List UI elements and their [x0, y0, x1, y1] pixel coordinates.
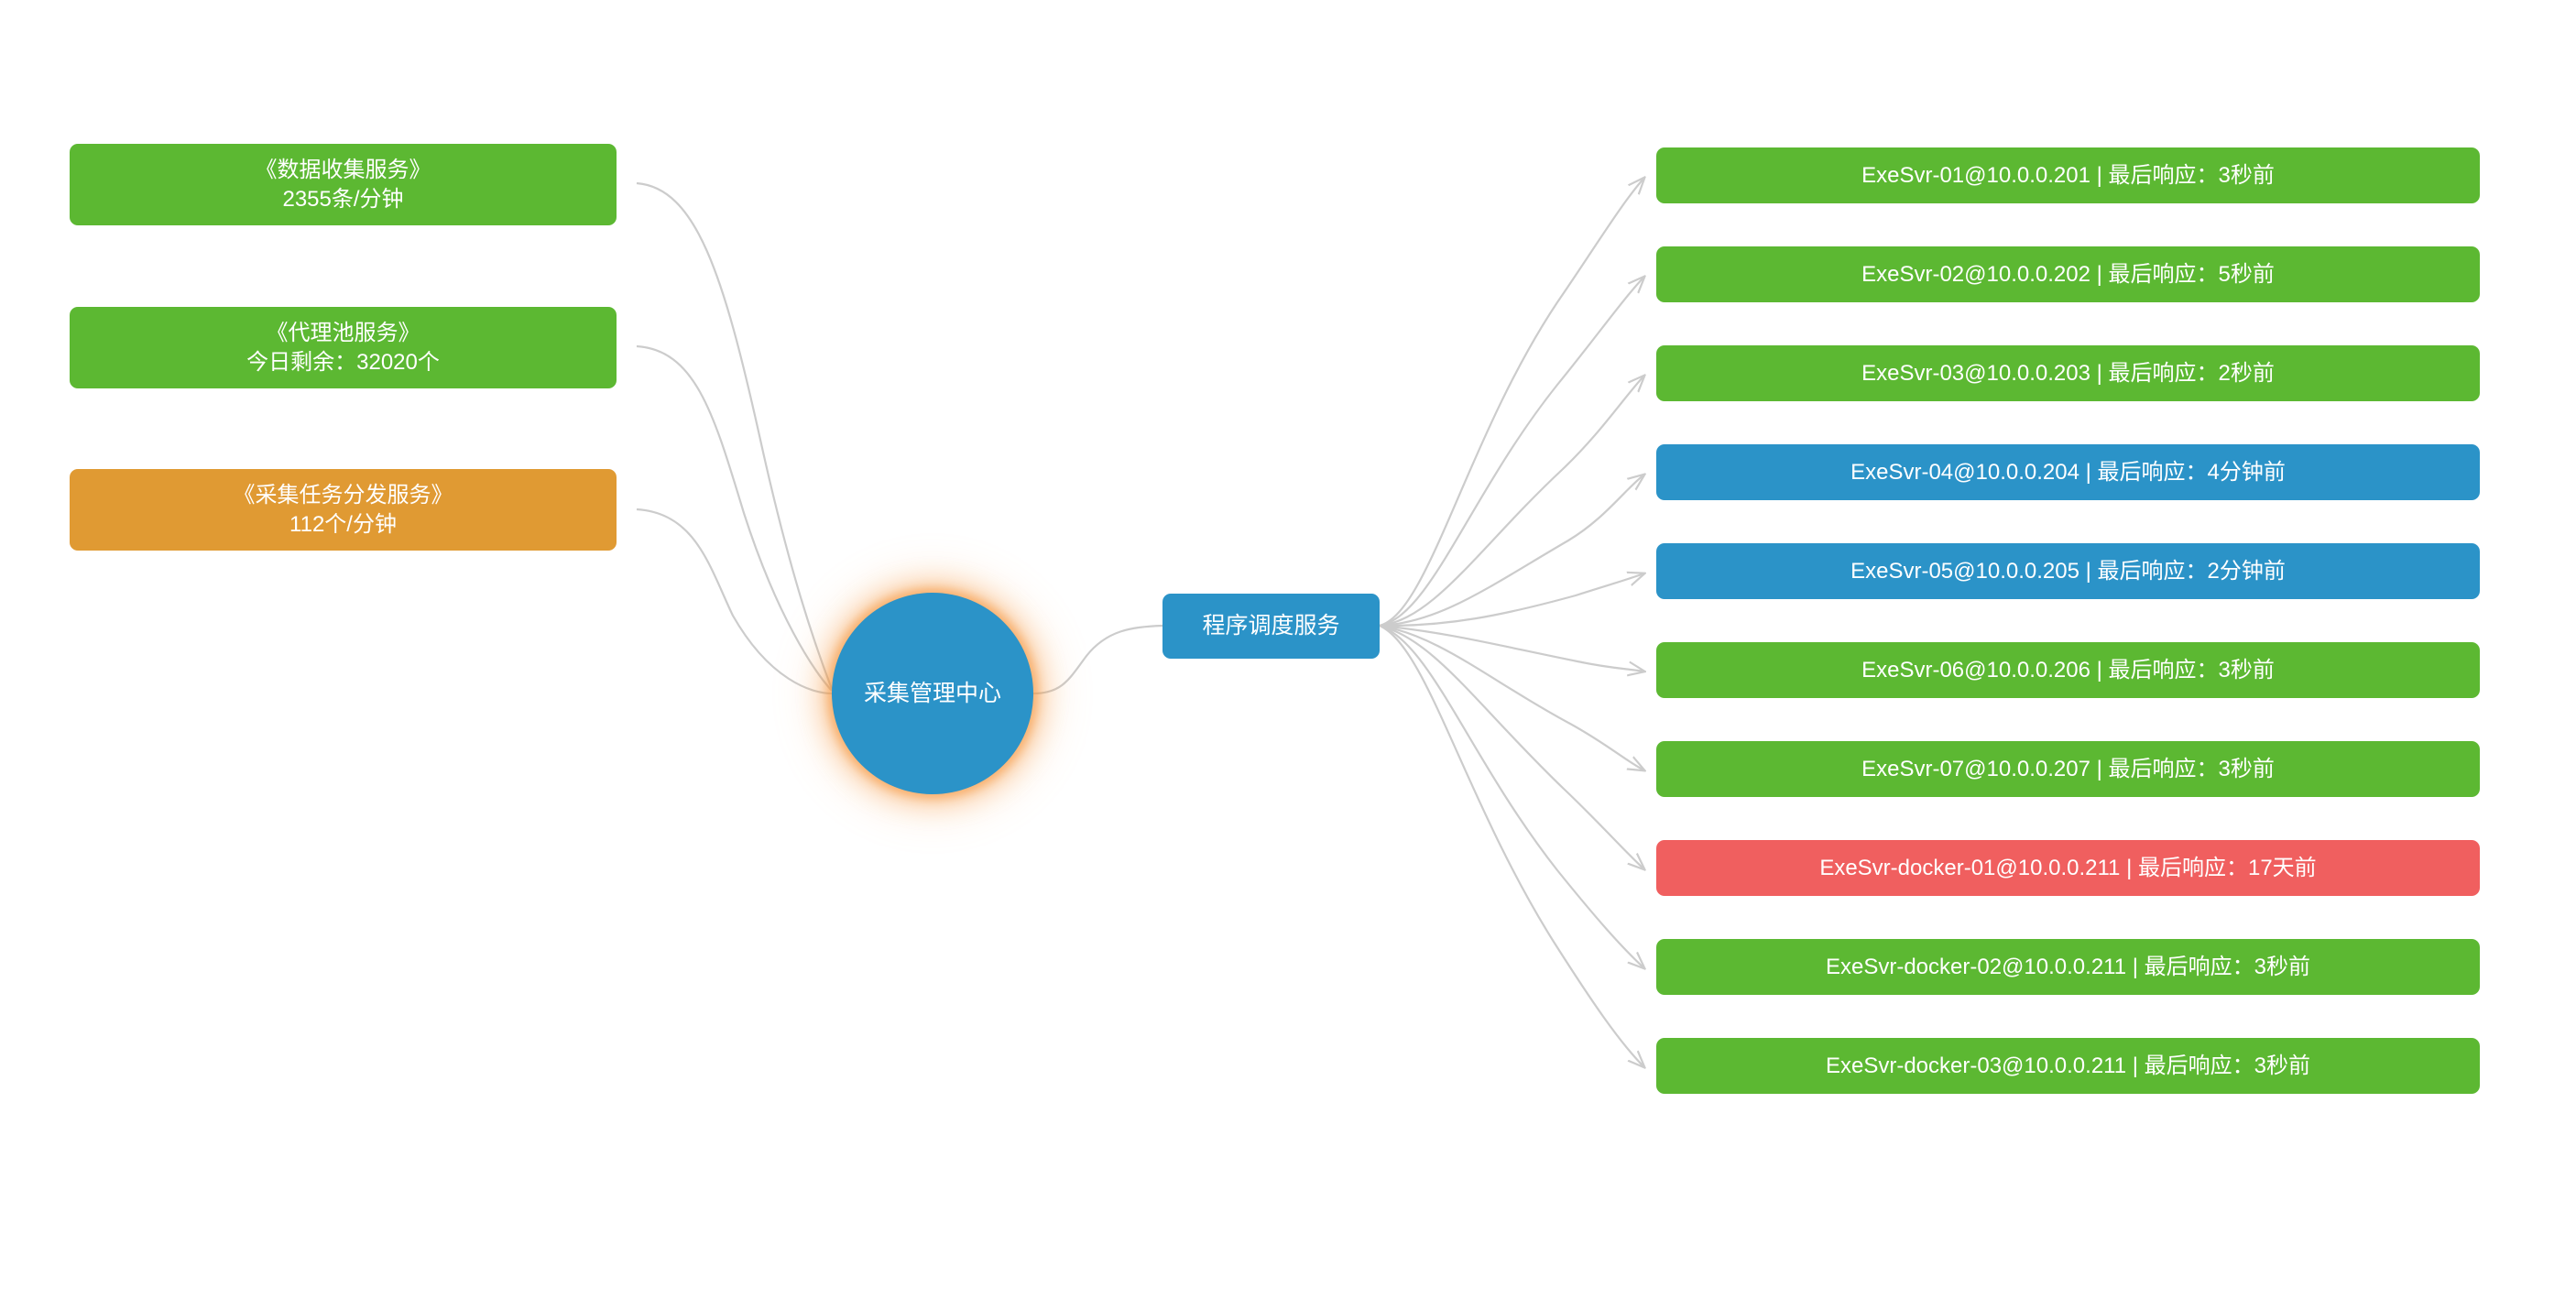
edge-exec-8	[1379, 624, 1644, 869]
scheduler-node-label: 程序调度服务	[1202, 613, 1340, 639]
edge-exec-10	[1379, 624, 1644, 1067]
executor-node-label: ExeSvr-docker-03@10.0.0.211 | 最后响应：3秒前	[1825, 1053, 2310, 1078]
executor-node-exesvr-02[interactable]: ExeSvr-02@10.0.0.202 | 最后响应：5秒前	[1656, 246, 2480, 302]
executor-node-label: ExeSvr-05@10.0.0.205 | 最后响应：2分钟前	[1850, 558, 2286, 584]
executor-node-exesvr-03[interactable]: ExeSvr-03@10.0.0.203 | 最后响应：2秒前	[1656, 345, 2480, 401]
edge-exec-7	[1379, 624, 1644, 770]
service-card-metric: 2355条/分钟	[282, 186, 404, 212]
edge-exec-9	[1379, 624, 1644, 968]
hub-node-label: 采集管理中心	[863, 680, 1001, 706]
edge-service-1	[636, 181, 834, 690]
executor-node-label: ExeSvr-03@10.0.0.203 | 最后响应：2秒前	[1861, 360, 2275, 386]
service-card-data-collection[interactable]: 《数据收集服务》 2355条/分钟	[70, 144, 617, 225]
executor-node-label: ExeSvr-docker-01@10.0.0.211 | 最后响应：17天前	[1819, 855, 2317, 880]
executor-node-exesvr-06[interactable]: ExeSvr-06@10.0.0.206 | 最后响应：3秒前	[1656, 642, 2480, 698]
service-card-metric: 112个/分钟	[289, 511, 397, 537]
edge-exec-6	[1379, 624, 1644, 671]
edge-hub-scheduler	[1032, 624, 1163, 695]
edge-exec-2	[1379, 277, 1644, 628]
executor-node-exesvr-docker-01[interactable]: ExeSvr-docker-01@10.0.0.211 | 最后响应：17天前	[1656, 840, 2480, 896]
executor-node-exesvr-docker-02[interactable]: ExeSvr-docker-02@10.0.0.211 | 最后响应：3秒前	[1656, 939, 2480, 995]
executor-node-label: ExeSvr-04@10.0.0.204 | 最后响应：4分钟前	[1850, 459, 2286, 485]
executor-node-exesvr-01[interactable]: ExeSvr-01@10.0.0.201 | 最后响应：3秒前	[1656, 147, 2480, 203]
edge-exec-4	[1379, 475, 1644, 628]
hub-node-collection-center[interactable]: 采集管理中心	[832, 593, 1033, 794]
edge-exec-5	[1379, 573, 1644, 628]
executor-node-exesvr-07[interactable]: ExeSvr-07@10.0.0.207 | 最后响应：3秒前	[1656, 741, 2480, 797]
executor-node-exesvr-05[interactable]: ExeSvr-05@10.0.0.205 | 最后响应：2分钟前	[1656, 543, 2480, 599]
service-card-title: 《数据收集服务》	[255, 157, 431, 182]
executor-node-label: ExeSvr-01@10.0.0.201 | 最后响应：3秒前	[1861, 162, 2275, 188]
edge-service-2	[636, 344, 833, 692]
executor-node-exesvr-docker-03[interactable]: ExeSvr-docker-03@10.0.0.211 | 最后响应：3秒前	[1656, 1038, 2480, 1094]
executor-node-exesvr-04[interactable]: ExeSvr-04@10.0.0.204 | 最后响应：4分钟前	[1656, 444, 2480, 500]
service-card-title: 《代理池服务》	[266, 320, 420, 345]
service-card-task-dispatch[interactable]: 《采集任务分发服务》 112个/分钟	[70, 469, 617, 551]
scheduler-node[interactable]: 程序调度服务	[1162, 594, 1380, 659]
service-card-metric: 今日剩余：32020个	[246, 349, 440, 375]
executor-node-label: ExeSvr-07@10.0.0.207 | 最后响应：3秒前	[1861, 756, 2275, 781]
edge-exec-3	[1379, 376, 1644, 628]
edge-service-3	[636, 508, 833, 695]
executor-node-label: ExeSvr-02@10.0.0.202 | 最后响应：5秒前	[1861, 261, 2275, 287]
executor-node-label: ExeSvr-06@10.0.0.206 | 最后响应：3秒前	[1861, 657, 2275, 682]
service-card-proxy-pool[interactable]: 《代理池服务》 今日剩余：32020个	[70, 307, 617, 388]
edge-exec-1	[1379, 178, 1644, 628]
service-card-title: 《采集任务分发服务》	[233, 482, 453, 508]
executor-node-label: ExeSvr-docker-02@10.0.0.211 | 最后响应：3秒前	[1825, 954, 2310, 979]
